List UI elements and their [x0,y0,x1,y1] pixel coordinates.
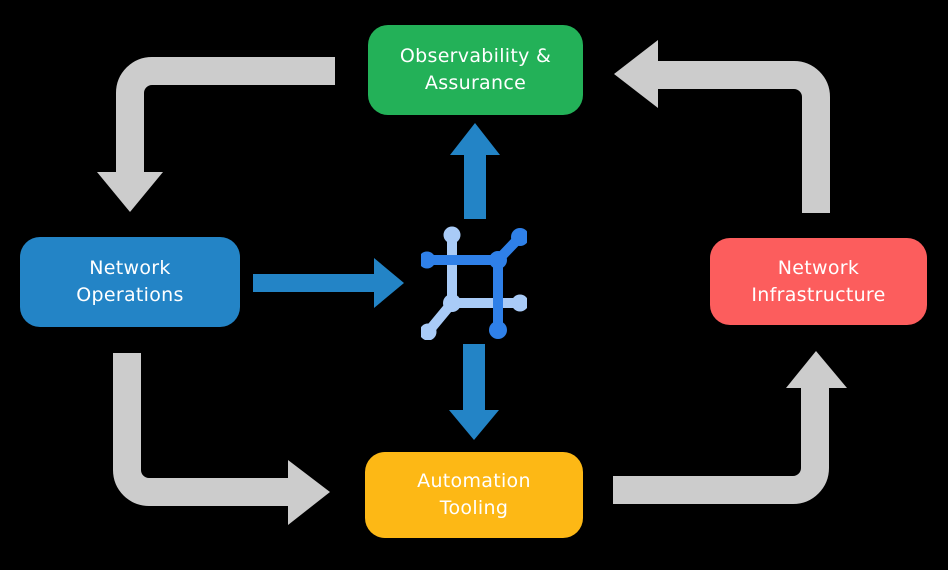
mesh-light-nodes [421,226,527,340]
network-mesh-icon [421,226,527,340]
node-label-line: Automation [417,470,531,492]
node-label-line: Operations [76,284,184,306]
node-network-infrastructure: Network Infrastructure [710,238,927,325]
mesh-dark-nodes [421,228,527,339]
node-label-line: Network [89,257,171,279]
node-label-line: Infrastructure [751,283,886,306]
hub-arrow-hub-to-automation [449,344,499,440]
node-observability-assurance: Observability & Assurance [368,25,583,115]
node-label-line: Observability & [399,45,552,67]
cycle-arrow-automation-to-infrastructure [613,351,847,504]
hub-arrow-hub-to-observability [450,123,500,219]
cycle-arrow-infrastructure-to-observability [614,40,830,213]
cycle-arrow-operations-to-automation [113,353,330,525]
node-label-line: Network [777,256,860,279]
node-label-line: Assurance [424,72,527,94]
node-automation-tooling: Automation Tooling [365,452,583,538]
hub-arrow-operations-to-hub [253,258,404,308]
node-label-line: Tooling [439,497,509,519]
node-network-operations: Network Operations [20,237,240,327]
cycle-arrow-observability-to-operations [97,57,335,212]
